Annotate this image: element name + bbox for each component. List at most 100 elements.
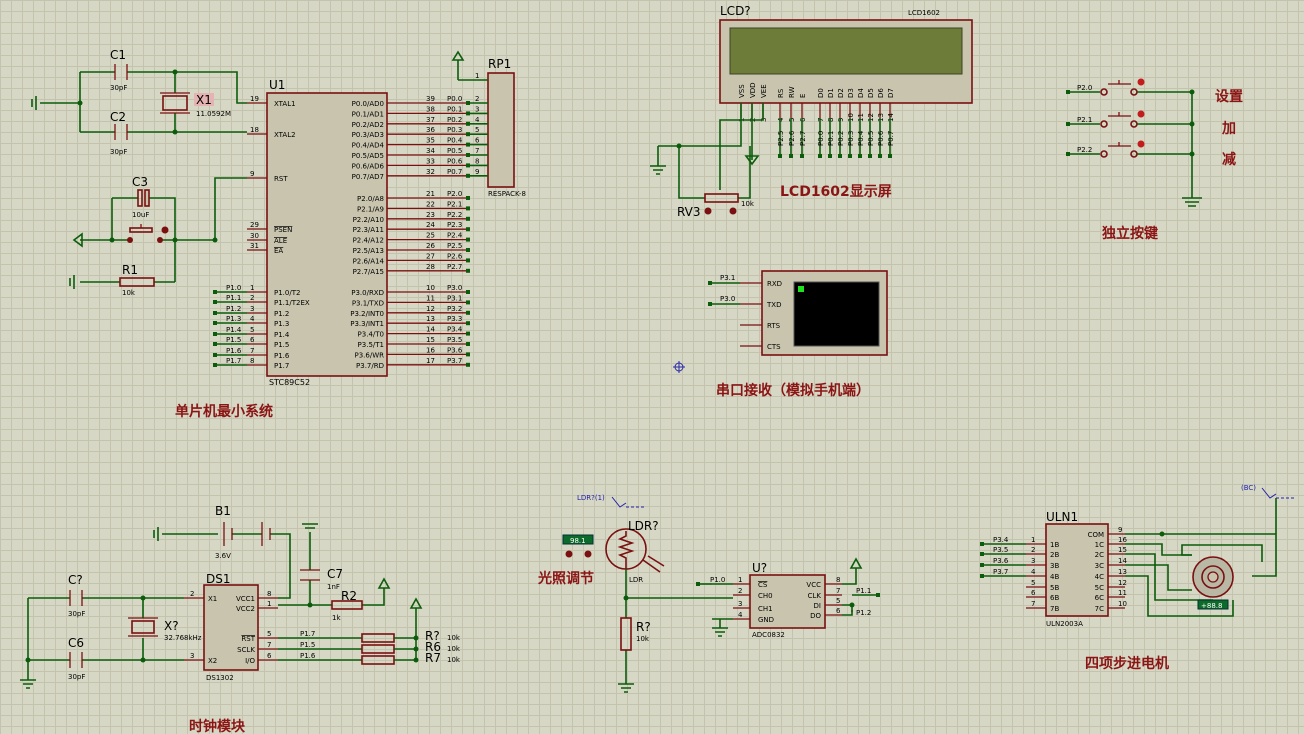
adc-pin-num: 2 xyxy=(738,587,742,595)
rp1-pin-num: 8 xyxy=(475,157,479,165)
net-label: P2.2 xyxy=(447,211,462,219)
mcu-u1[interactable]: U1 STC89C52 19XTAL118XTAL29RST29PSEN30AL… xyxy=(247,78,468,387)
mcu-pin-num: 25 xyxy=(426,232,435,240)
net-label: P1.0 xyxy=(226,284,241,292)
pullup-resistor xyxy=(361,655,395,665)
lcd-pin-name: D0 xyxy=(817,88,825,98)
motor-probe-label: (BC) xyxy=(1241,484,1256,492)
rp1-body[interactable] xyxy=(487,72,515,188)
mcu-pin-num: 12 xyxy=(426,305,435,313)
uln2003-body[interactable] xyxy=(1045,523,1109,617)
mcu-pin-name: P0.4/AD4 xyxy=(352,142,385,150)
cq-ref: C? xyxy=(68,573,83,587)
title-light: 光照调节 xyxy=(537,570,594,587)
net-labels: P1.0P1.1P1.2P1.3P1.4P1.5P1.6P1.7P0.0P0.1… xyxy=(213,95,895,367)
mcu-pin-name: P1.5 xyxy=(274,341,289,349)
net-label: P3.7 xyxy=(447,357,462,365)
uln-pins: 11B22B33B44B55B66B77B9COM161C152C143C134… xyxy=(980,526,1127,613)
lcd-pin-name: VEE xyxy=(760,84,768,98)
net-label: P3.5 xyxy=(447,336,462,344)
ds1302-body[interactable] xyxy=(203,584,259,671)
mcu-pin-name: P0.7/AD7 xyxy=(352,173,384,181)
lcd-pin-name: D1 xyxy=(827,88,835,98)
lcd-pin-name: D2 xyxy=(837,88,845,98)
rp1-pin-num: 7 xyxy=(475,147,479,155)
adc-pin-num: 1 xyxy=(738,576,742,584)
key-led xyxy=(1137,140,1145,148)
pullup-ref: R? xyxy=(425,629,440,643)
net-terminal xyxy=(858,154,862,158)
uln-pin-name: 5B xyxy=(1050,584,1059,592)
pullup-value: 10k xyxy=(447,645,461,653)
uln-pin-name: COM xyxy=(1088,531,1104,539)
rp1-pin-num: 2 xyxy=(475,95,479,103)
mcu-pin-num: 26 xyxy=(426,242,435,250)
uln-pin-num: 14 xyxy=(1118,557,1127,565)
net-terminal xyxy=(213,300,217,304)
net-label: P1.1 xyxy=(856,587,871,595)
mcu-pin-name: XTAL1 xyxy=(274,100,296,108)
net-label: P2.7 xyxy=(447,263,462,271)
c2-ref: C2 xyxy=(110,110,126,124)
ds1302-ref: DS1 xyxy=(206,572,231,586)
ds-pin-name: I/O xyxy=(245,657,255,665)
net-terminal xyxy=(868,154,872,158)
mcu-pin-name: P1.4 xyxy=(274,331,290,339)
mcu-pin-num: 9 xyxy=(250,170,254,178)
cursor-crosshair-icon xyxy=(673,361,685,373)
lcd-pin-name: D3 xyxy=(847,88,855,98)
rp1-pin-num: 4 xyxy=(475,116,480,124)
adc0832-body[interactable] xyxy=(749,574,826,629)
ds-pin-name: X2 xyxy=(208,657,217,665)
net-terminal xyxy=(466,300,470,305)
pullup-resistor xyxy=(361,644,395,654)
ds-pin-num: 5 xyxy=(267,630,271,638)
lcd-pin-num: 13 xyxy=(877,113,885,122)
net-terminal xyxy=(213,342,217,346)
lcd-pin-num: 8 xyxy=(827,118,835,122)
net-label: P0.1 xyxy=(447,105,462,113)
lcd-pin-name: D4 xyxy=(857,88,865,98)
net-terminal xyxy=(466,258,470,263)
mcu-pin-num: 31 xyxy=(250,242,259,250)
title-clock: 时钟模块 xyxy=(189,718,246,734)
x1-highlight xyxy=(194,93,214,106)
net-terminal xyxy=(466,227,470,232)
lcd-pin-num: 4 xyxy=(777,117,785,122)
mcu-pin-num: 19 xyxy=(250,95,259,103)
motor-meter xyxy=(1197,599,1229,610)
key-led xyxy=(1137,110,1145,118)
motor-block[interactable]: ULN1 ULN2003A 11B22B33B44B55B66B77B9COM1… xyxy=(980,484,1296,628)
mcu-pin-num: 2 xyxy=(250,294,254,302)
adc-pin-name: GND xyxy=(758,616,774,624)
mcu-pin-name: P0.3/AD3 xyxy=(352,131,384,139)
adc-pin-name: DI xyxy=(814,602,821,610)
mcu-pin-num: 22 xyxy=(426,200,435,208)
clock-module[interactable]: DS1 DS1302 2X13X28VCC11VCC25RST7SCLK6I/O… xyxy=(20,504,461,689)
net-label: P3.3 xyxy=(447,315,462,323)
net-label: P0.7 xyxy=(447,168,462,176)
title-keys: 独立按键 xyxy=(1102,225,1159,242)
net-label: P2.4 xyxy=(447,232,463,240)
mcu-pin-name: P1.7 xyxy=(274,362,289,370)
lcd-module[interactable]: LCD? LCD1602 VSS1VDD2VEE3RS4RW5E6D07D18D… xyxy=(650,4,973,219)
ds-pin-num: 2 xyxy=(190,590,194,598)
net-label: P3.0 xyxy=(447,284,462,292)
uln-part: ULN2003A xyxy=(1046,620,1083,628)
mcu-body[interactable] xyxy=(266,92,388,377)
lcd-pin-num: 9 xyxy=(837,118,845,122)
x1-ref: X1 xyxy=(196,93,212,107)
net-terminal xyxy=(789,154,793,158)
light-sensor-block[interactable]: LDR?(1) 98.1 LDR? LDR R? 10k U? ADC0832 … xyxy=(562,494,880,693)
mcu-pin-num: 7 xyxy=(250,347,254,355)
mcu-left-pins: 19XTAL118XTAL29RST29PSEN30ALE31EA1P1.0/T… xyxy=(247,95,310,370)
mcu-pin-name: P1.3 xyxy=(274,320,289,328)
rp1-pin-num: 3 xyxy=(475,105,479,113)
mcu-pin-num: 16 xyxy=(426,346,435,354)
adc-part: ADC0832 xyxy=(752,631,785,639)
net-terminal xyxy=(466,196,470,200)
junction xyxy=(413,646,419,652)
